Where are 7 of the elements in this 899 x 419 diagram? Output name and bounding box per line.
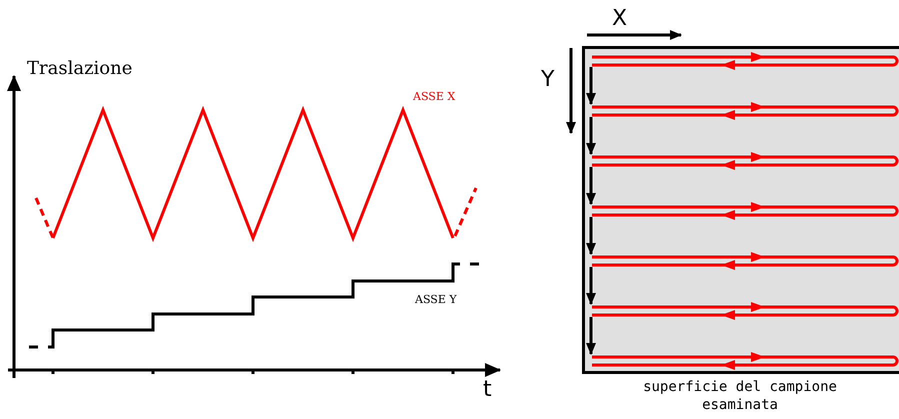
caption: superficie del campione esaminata (642, 379, 838, 414)
axis-label: Traslazione (27, 58, 132, 79)
axis-label: X (612, 6, 628, 31)
axis-label: t (483, 377, 492, 402)
series-label: ASSE X (413, 90, 456, 103)
series-label: ASSE Y (415, 293, 457, 306)
axis-label: Y (541, 67, 554, 92)
